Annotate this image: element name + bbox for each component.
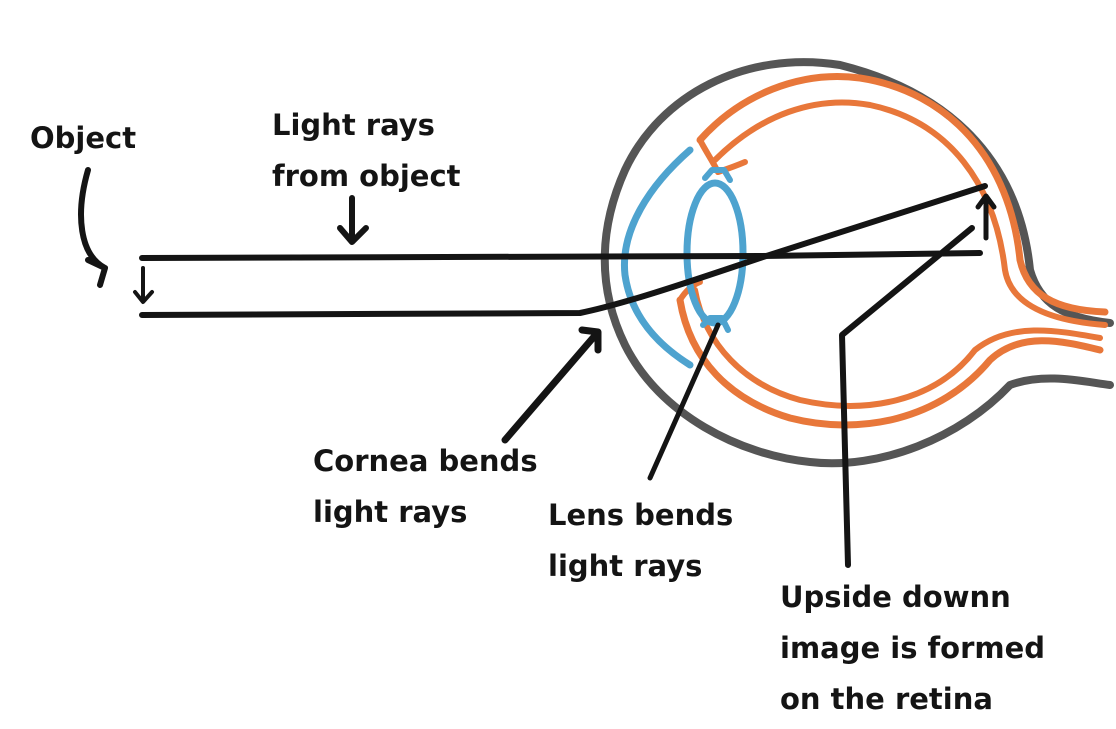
lens-label-line-1: Lens bends xyxy=(548,498,734,532)
light-rays-label-line-1: Light rays xyxy=(272,108,435,142)
object-arrow-icon xyxy=(133,266,154,304)
lower-light-ray xyxy=(139,183,988,318)
retina-outer-layer xyxy=(696,73,1109,316)
cornea-label-line-2: light rays xyxy=(313,495,468,529)
lens-label: Lens bends light rays xyxy=(548,490,733,592)
object-label-line-1: Object xyxy=(30,121,137,155)
cornea xyxy=(620,146,694,369)
lens-label-line-2: light rays xyxy=(548,549,703,583)
cornea-pointer-arrow xyxy=(501,326,602,444)
cornea-label-line-1: Cornea bends xyxy=(313,444,538,478)
object-pointer-arrow xyxy=(78,167,108,288)
object-label: Object xyxy=(30,113,136,164)
image-pointer-line xyxy=(839,225,975,568)
ciliary-upper xyxy=(702,167,733,183)
lens-pointer-line xyxy=(647,322,721,481)
retina-inner-layer xyxy=(712,99,1108,328)
eye-outer-outline xyxy=(600,58,1114,468)
light-rays-label-line-2: from object xyxy=(272,159,461,193)
image-label-line-1: Upside downn xyxy=(780,580,1011,614)
lens xyxy=(683,179,747,327)
cornea-label: Cornea bends light rays xyxy=(313,436,538,538)
image-label-line-3: on the retina xyxy=(780,682,993,716)
image-label: Upside downn image is formed on the reti… xyxy=(780,572,1045,725)
light-rays-label: Light rays from object xyxy=(272,100,461,202)
inverted-image-arrow-icon xyxy=(975,193,997,241)
retina-lower-outer-layer xyxy=(676,296,1104,429)
upper-light-ray xyxy=(139,250,983,261)
light-rays-pointer-arrow xyxy=(337,195,369,245)
retina-lower-inner-layer xyxy=(692,287,1103,409)
ciliary-lower xyxy=(700,315,731,333)
image-label-line-2: image is formed xyxy=(780,631,1046,665)
